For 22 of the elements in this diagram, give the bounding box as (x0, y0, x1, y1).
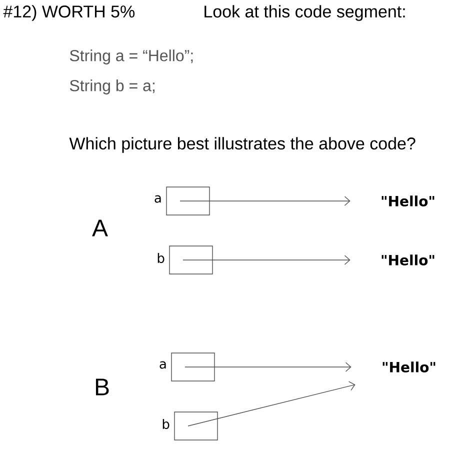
arrow (188, 381, 356, 426)
code-line: String b = a; (70, 80, 154, 94)
pointer-box (174, 412, 218, 440)
code-line: String a = “Hello”; (70, 50, 193, 64)
string-value: "Hello" (382, 196, 434, 206)
arrow (184, 362, 352, 372)
arrow (182, 255, 350, 265)
option-letter: A (92, 220, 108, 236)
option-letter: B (96, 378, 109, 396)
variable-name: b (162, 418, 170, 430)
instruction-text: Look at this code segment: (204, 5, 405, 21)
arrow (180, 196, 350, 206)
variable-name: b (158, 252, 164, 264)
variable-name: a (160, 361, 166, 369)
pointer-box (171, 352, 215, 382)
string-value: "Hello" (382, 254, 434, 266)
string-value: "Hello" (382, 362, 436, 372)
question-text: Which picture best illustrates the above code? (69, 137, 416, 153)
pointer-box (166, 186, 210, 216)
pointer-box (169, 246, 213, 274)
variable-name: a (154, 195, 161, 203)
question-number: #12) WORTH 5% (3, 5, 135, 21)
